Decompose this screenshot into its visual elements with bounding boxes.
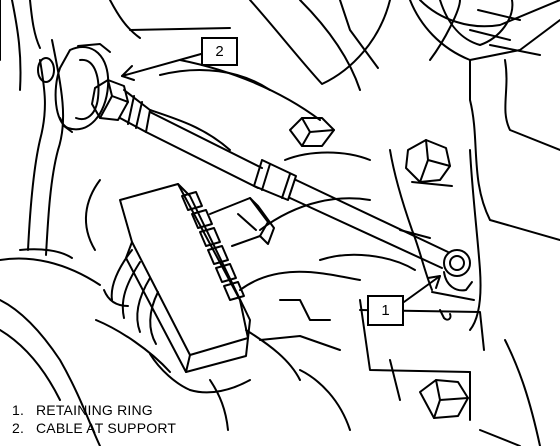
- left-bracket: [0, 39, 101, 446]
- electrical-connector: [119, 183, 275, 373]
- legend-item-number: 1.: [12, 402, 25, 418]
- wire-harness: [95, 249, 251, 431]
- leader-line-callout-2: [121, 53, 202, 81]
- background-structure: [0, 0, 560, 291]
- legend-item-text: CABLE AT SUPPORT: [36, 420, 177, 436]
- bolt-right-lower: [419, 339, 541, 446]
- cable-support-fitting: [54, 43, 151, 133]
- legend: 1. RETAINING RING 2. CABLE AT SUPPORT: [6, 401, 306, 437]
- callout-1: 1: [367, 295, 404, 326]
- legend-item-text: RETAINING RING: [36, 402, 153, 418]
- bolt-right-upper: [289, 117, 453, 187]
- leader-line-callout-1: [403, 275, 441, 303]
- retaining-ring-ball-joint: [443, 249, 473, 292]
- legend-item-2: 2. CABLE AT SUPPORT: [6, 419, 306, 437]
- lower-center-structure: [245, 299, 351, 431]
- right-mount-bracket: [359, 149, 485, 421]
- legend-item-number: 2.: [12, 420, 25, 436]
- control-cable: [145, 111, 449, 269]
- callout-2: 2: [201, 37, 238, 66]
- legend-item-1: 1. RETAINING RING: [6, 401, 306, 419]
